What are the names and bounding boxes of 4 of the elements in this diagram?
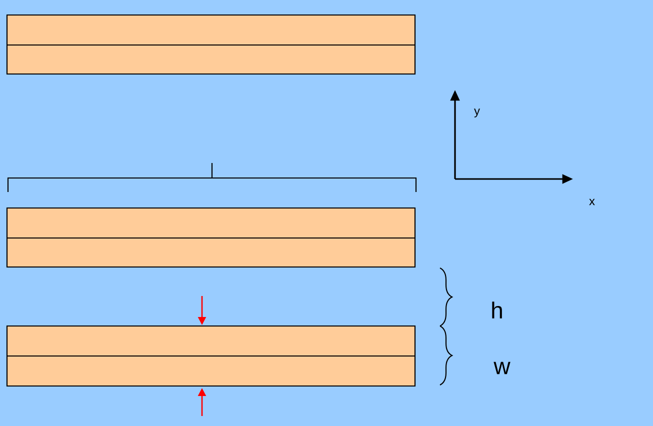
axis-label: h [492,302,502,318]
axis-label: x [589,198,595,206]
axis-label: w [494,362,510,374]
axis-label: y [474,108,480,118]
